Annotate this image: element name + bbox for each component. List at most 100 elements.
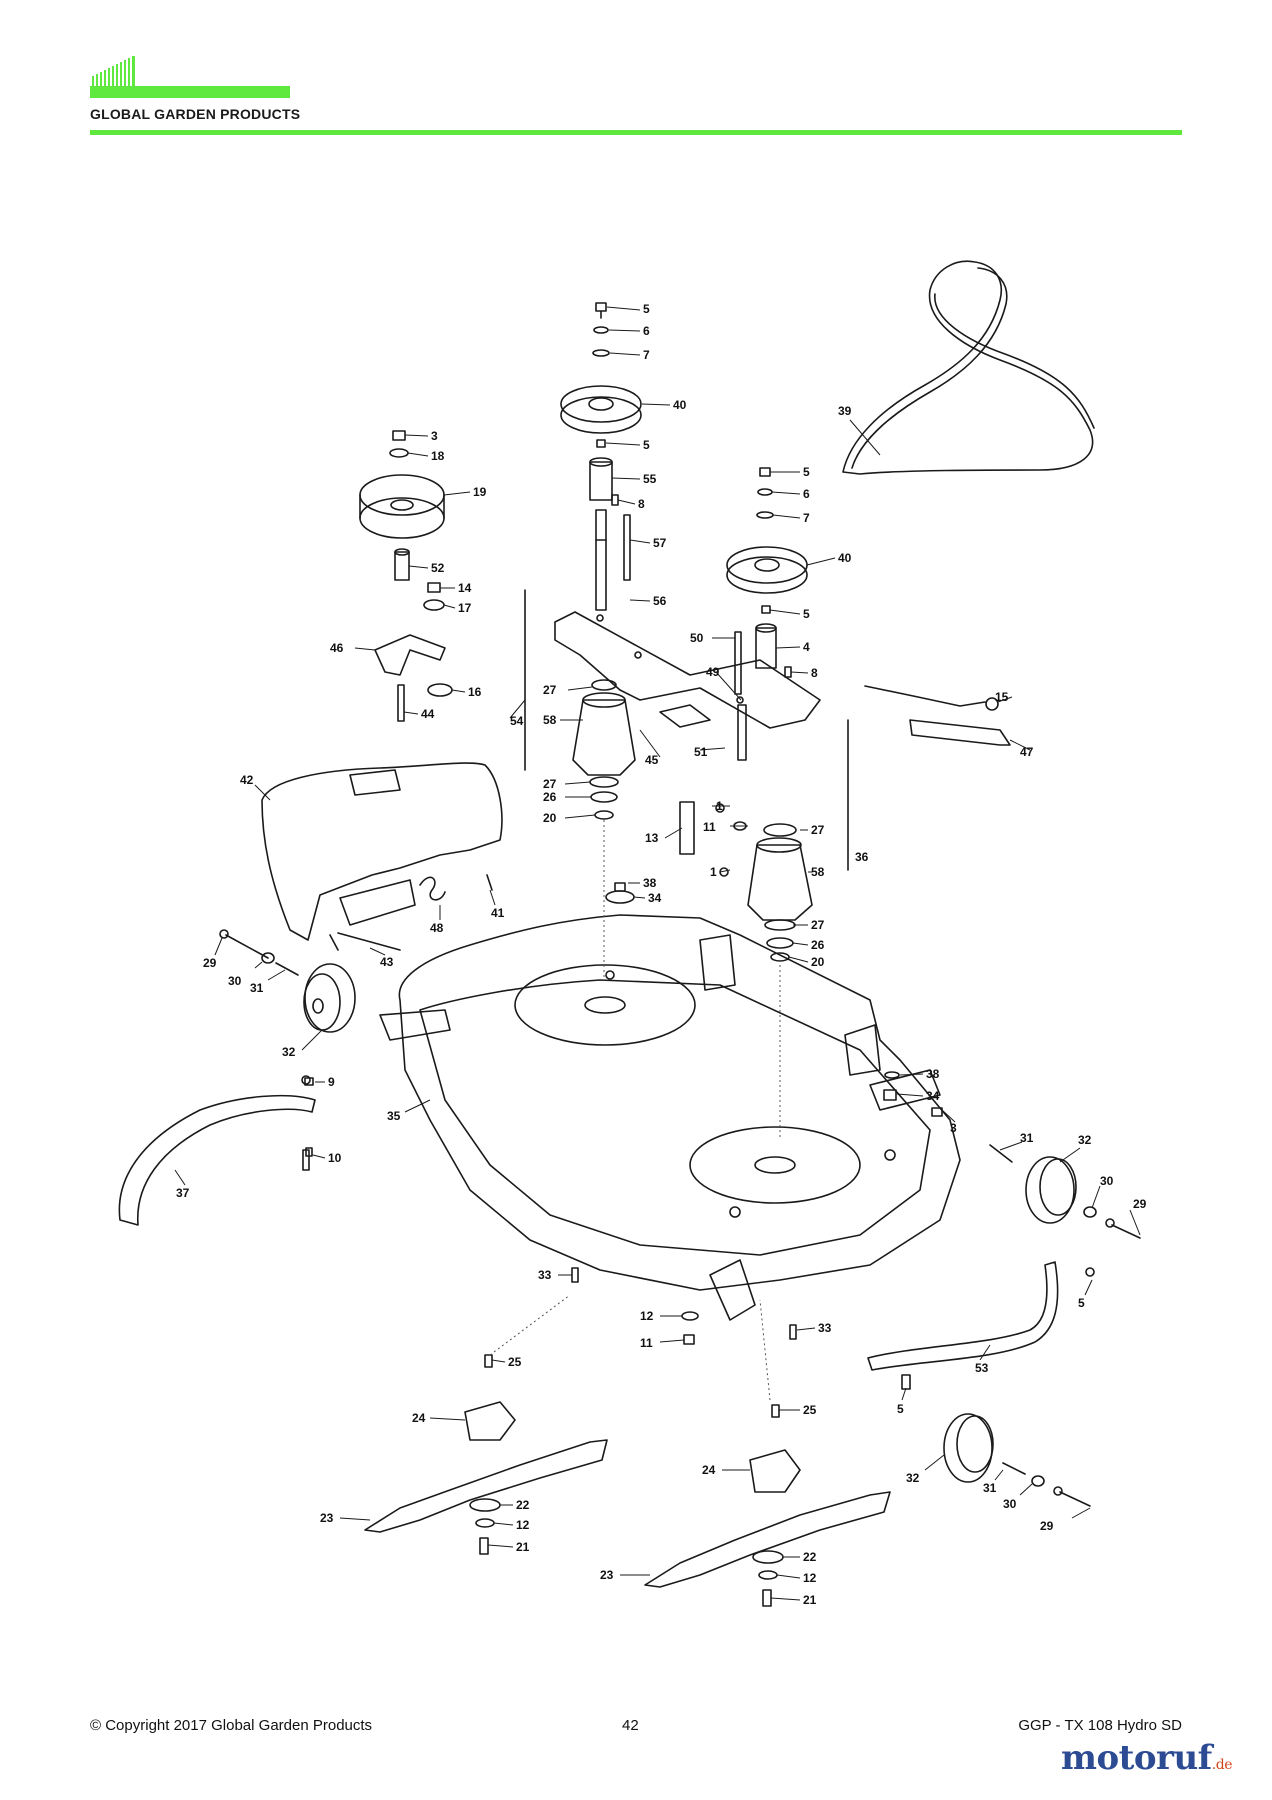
callout: 8 bbox=[638, 497, 645, 511]
callout: 10 bbox=[328, 1151, 342, 1165]
callout: 57 bbox=[653, 536, 667, 550]
callout: 21 bbox=[803, 1593, 817, 1607]
callout: 29 bbox=[203, 956, 217, 970]
callout: 13 bbox=[645, 831, 659, 845]
spindle-housing-left bbox=[572, 679, 636, 820]
callout: 27 bbox=[811, 918, 825, 932]
callout: 3 bbox=[431, 429, 438, 443]
main-bracket bbox=[524, 589, 849, 871]
callout: 5 bbox=[643, 302, 650, 316]
callout: 44 bbox=[421, 707, 435, 721]
callout: 39 bbox=[838, 404, 852, 418]
callout: 27 bbox=[543, 683, 557, 697]
callout: 43 bbox=[380, 955, 394, 969]
callout: 30 bbox=[1100, 1174, 1114, 1188]
callout: 5 bbox=[1078, 1296, 1085, 1310]
callout: 5 bbox=[897, 1402, 904, 1416]
callout: 27 bbox=[543, 777, 557, 791]
callout: 21 bbox=[516, 1540, 530, 1554]
watermark-logo: motoruf.de bbox=[1061, 1738, 1233, 1778]
callout: 8 bbox=[811, 666, 818, 680]
callout: 20 bbox=[811, 955, 825, 969]
callout: 15 bbox=[995, 690, 1009, 704]
blade-assembly-right bbox=[644, 1404, 891, 1607]
callout: 17 bbox=[458, 601, 472, 615]
callout: 14 bbox=[458, 581, 472, 595]
callout: 52 bbox=[431, 561, 445, 575]
spindle-housing-right bbox=[679, 801, 813, 962]
wheel-bottom-right bbox=[943, 1413, 1091, 1507]
logo-bars-icon bbox=[90, 56, 290, 98]
callout: 38 bbox=[643, 876, 657, 890]
callout: 6 bbox=[643, 324, 650, 338]
callout: 41 bbox=[491, 906, 505, 920]
callout: 46 bbox=[330, 641, 344, 655]
callout: 51 bbox=[694, 745, 708, 759]
callout: 12 bbox=[516, 1518, 530, 1532]
callout: 40 bbox=[673, 398, 687, 412]
footer-page-number: 42 bbox=[622, 1717, 639, 1734]
callout: 53 bbox=[975, 1361, 989, 1375]
header-rule bbox=[90, 130, 1182, 135]
callout: 25 bbox=[508, 1355, 522, 1369]
callout: 12 bbox=[803, 1571, 817, 1585]
callout: 34 bbox=[926, 1089, 940, 1103]
front-bumper-bar bbox=[118, 1075, 316, 1226]
callout: 50 bbox=[690, 631, 704, 645]
callout: 49 bbox=[706, 665, 720, 679]
leader-lines bbox=[174, 306, 1141, 1601]
callout: 3 bbox=[950, 1121, 957, 1135]
center-spindle-stack bbox=[560, 302, 642, 611]
tension-spring bbox=[864, 685, 1011, 746]
callout: 19 bbox=[473, 485, 487, 499]
callout: 7 bbox=[643, 348, 650, 362]
callout: 33 bbox=[538, 1268, 552, 1282]
callout: 29 bbox=[1133, 1197, 1147, 1211]
callout: 5 bbox=[803, 607, 810, 621]
watermark-tld: .de bbox=[1211, 1757, 1233, 1773]
callout: 18 bbox=[431, 449, 445, 463]
callout: 30 bbox=[1003, 1497, 1017, 1511]
callout: 40 bbox=[838, 551, 852, 565]
callout: 48 bbox=[430, 921, 444, 935]
callout: 31 bbox=[1020, 1131, 1034, 1145]
footer-model: GGP - TX 108 Hydro SD bbox=[1018, 1717, 1182, 1734]
callout: 23 bbox=[320, 1511, 334, 1525]
callout: 24 bbox=[412, 1411, 426, 1425]
callout: 31 bbox=[250, 981, 264, 995]
callout: 32 bbox=[1078, 1133, 1092, 1147]
callout: 47 bbox=[1020, 745, 1034, 759]
callout: 7 bbox=[803, 511, 810, 525]
callout: 54 bbox=[510, 714, 524, 728]
callout: 36 bbox=[855, 850, 869, 864]
callout: 26 bbox=[543, 790, 557, 804]
wheel-right bbox=[989, 1144, 1141, 1239]
callout: 56 bbox=[653, 594, 667, 608]
callout: 12 bbox=[640, 1309, 654, 1323]
callout: 1 bbox=[710, 865, 717, 879]
callout: 58 bbox=[811, 865, 825, 879]
callout: 33 bbox=[818, 1321, 832, 1335]
callout: 6 bbox=[803, 487, 810, 501]
callout: 35 bbox=[387, 1109, 401, 1123]
callout: 23 bbox=[600, 1568, 614, 1582]
footer-copyright: © Copyright 2017 Global Garden Products bbox=[90, 1717, 373, 1734]
callout: 32 bbox=[906, 1471, 920, 1485]
callout: 37 bbox=[176, 1186, 190, 1200]
callout: 58 bbox=[543, 713, 557, 727]
v-belt bbox=[842, 260, 1095, 475]
callout: 38 bbox=[926, 1067, 940, 1081]
callout: 25 bbox=[803, 1403, 817, 1417]
callout: 4 bbox=[803, 640, 810, 654]
callout: 9 bbox=[328, 1075, 335, 1089]
deflector-chute bbox=[261, 762, 503, 951]
callout: 20 bbox=[543, 811, 557, 825]
mower-deck bbox=[379, 914, 961, 1321]
callout: 27 bbox=[811, 823, 825, 837]
callout: 11 bbox=[640, 1336, 653, 1350]
callout: 5 bbox=[803, 465, 810, 479]
callout: 22 bbox=[516, 1498, 530, 1512]
callout: 11 bbox=[703, 820, 716, 834]
logo-text: GLOBAL GARDEN PRODUCTS bbox=[90, 106, 301, 122]
